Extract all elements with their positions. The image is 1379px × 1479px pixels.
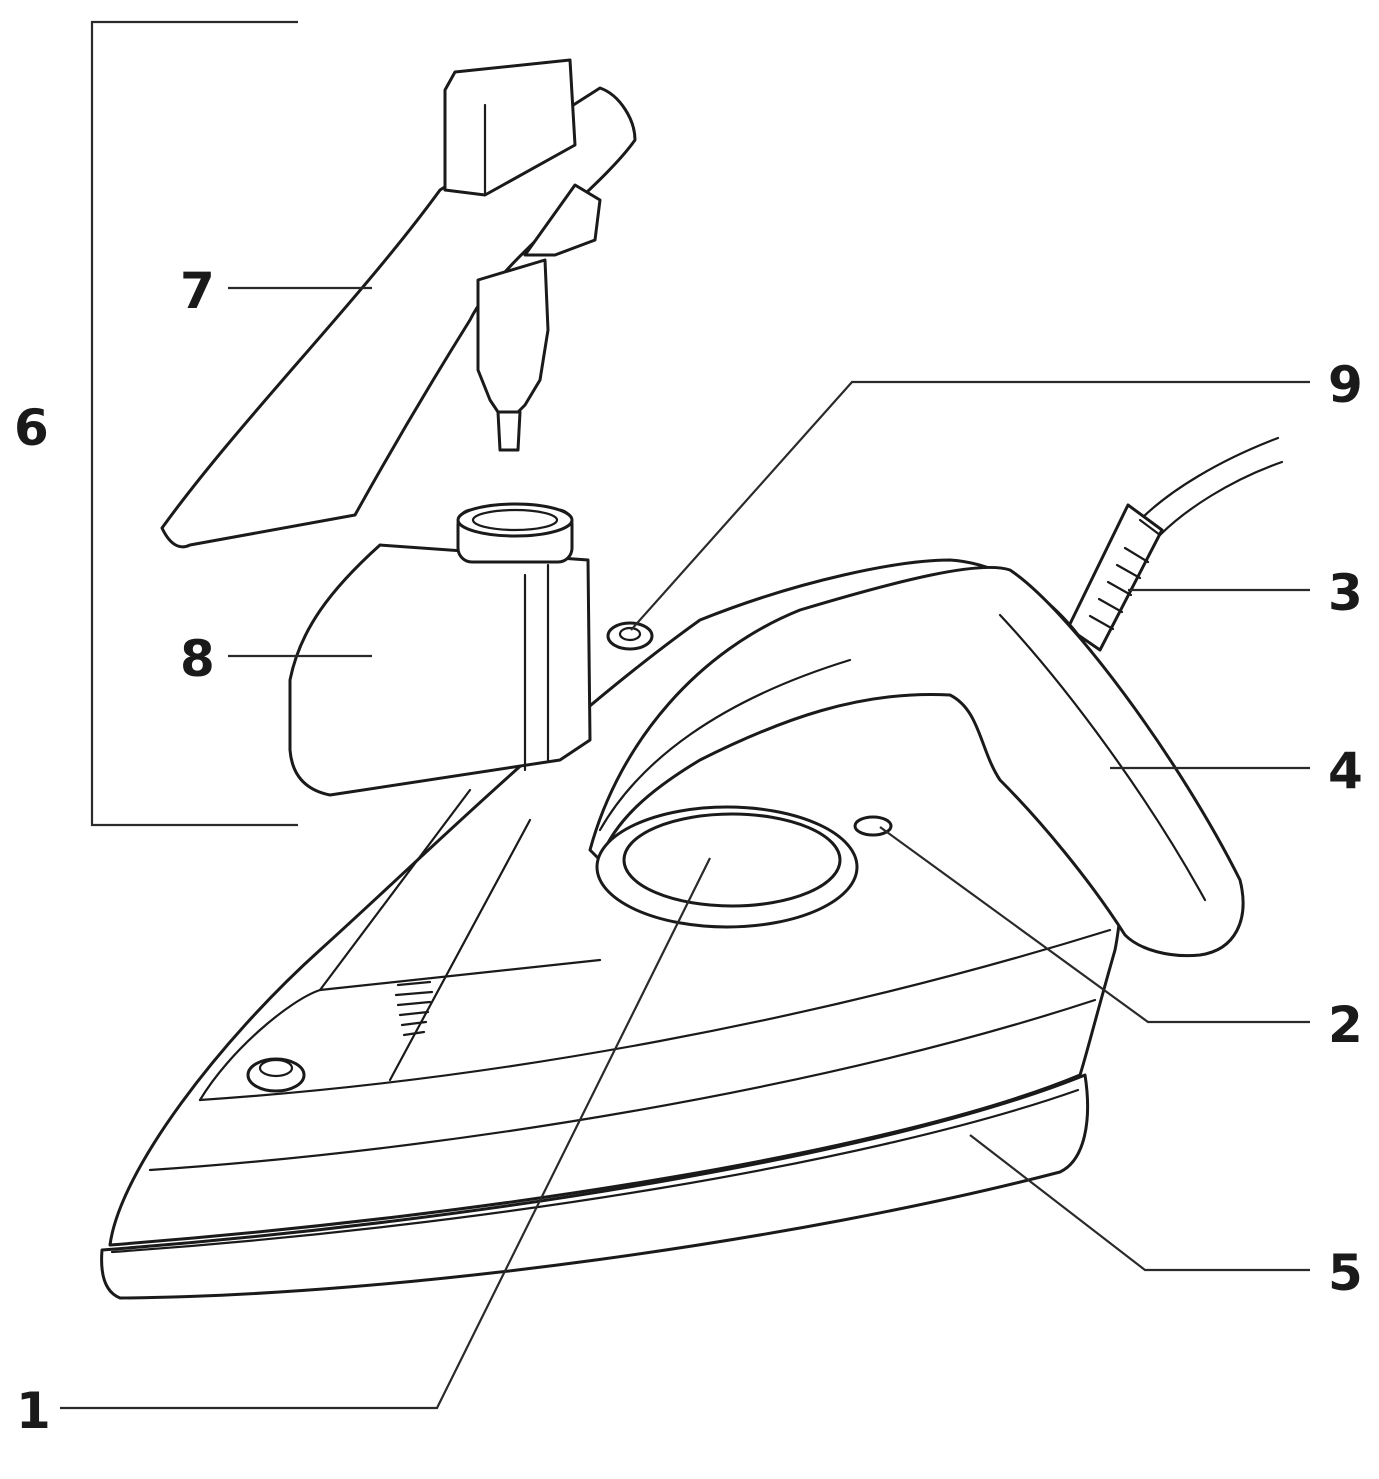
part-labels: 1 2 3 4 5 6 7 8 9 (14, 262, 1363, 1440)
leader-line-2 (879, 826, 1310, 1024)
label-5: 5 (1328, 1244, 1363, 1302)
soleplate (100, 1073, 1090, 1300)
leader-lines (60, 286, 1310, 1410)
tank-cover (160, 58, 637, 549)
steam-button (606, 621, 654, 651)
pilot-light (853, 815, 893, 837)
water-tank (288, 502, 592, 797)
cord-guard (1066, 503, 1164, 652)
power-cord (1138, 436, 1284, 537)
label-3: 3 (1328, 564, 1363, 622)
label-9: 9 (1328, 356, 1363, 414)
leader-line-5 (969, 1134, 1310, 1272)
label-7: 7 (180, 262, 215, 320)
tank-opening (198, 788, 602, 1102)
label-6: 6 (14, 399, 49, 457)
label-4: 4 (1328, 742, 1363, 800)
handle (588, 565, 1245, 958)
bracket-6 (90, 20, 298, 827)
label-1: 1 (16, 1382, 51, 1440)
label-8: 8 (180, 630, 215, 688)
label-2: 2 (1328, 996, 1363, 1054)
leader-line-1 (60, 857, 711, 1410)
leader-line-9 (630, 380, 1310, 631)
temperature-dial (595, 805, 859, 929)
